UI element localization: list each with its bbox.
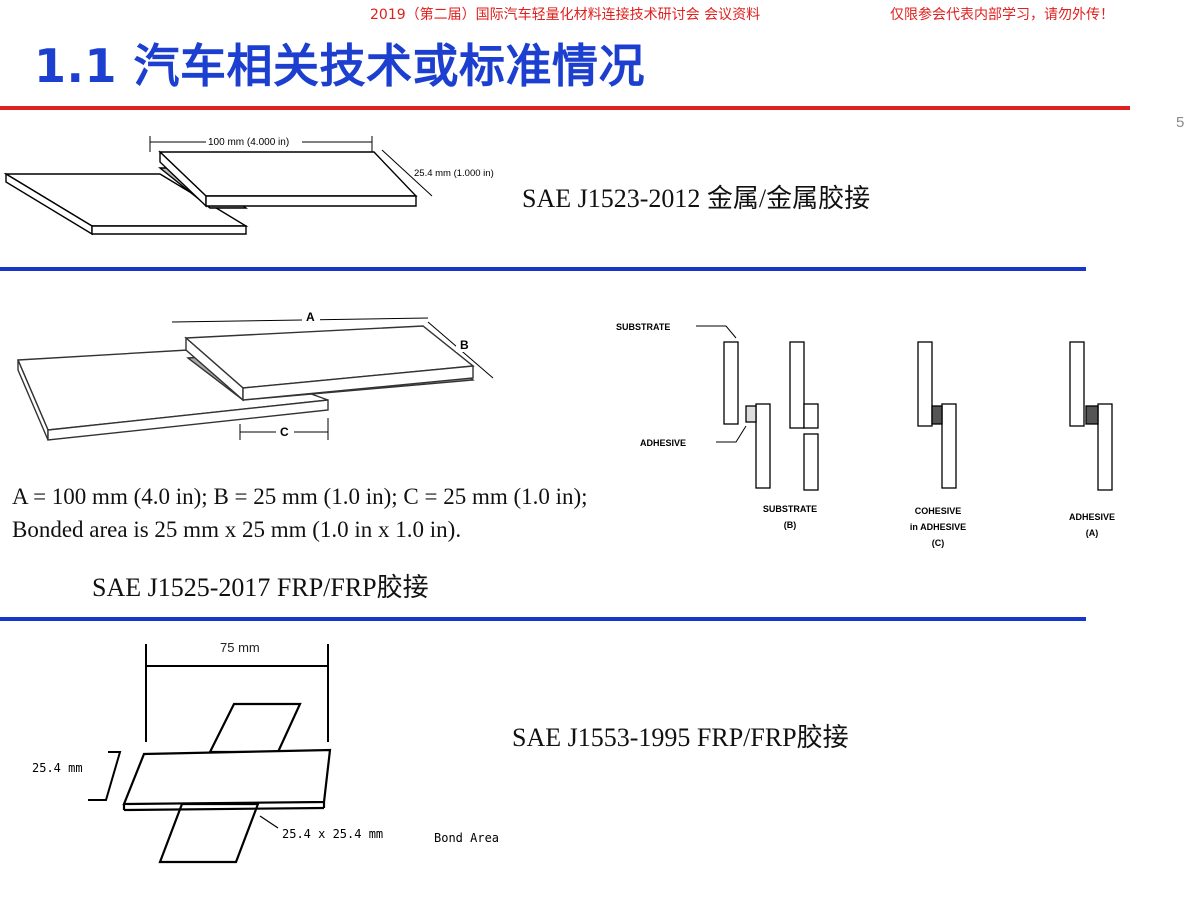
- bond-area-leader: [259, 815, 279, 829]
- mode-a-label-1: ADHESIVE: [1069, 512, 1115, 522]
- lower-strip-bottom: [158, 802, 260, 864]
- section-divider-1: [0, 267, 1086, 271]
- adhesive-leader: [716, 425, 747, 443]
- slide-title: 1.1 汽车相关技术或标准情况: [34, 39, 646, 93]
- conference-note: 2019（第二届）国际汽车轻量化材料连接技术研讨会 会议资料: [370, 7, 761, 23]
- dim-a-line: [171, 317, 429, 323]
- length-dim-label: 75 mm: [220, 640, 260, 655]
- length-dim-label: 100 mm (4.000 in): [208, 137, 289, 148]
- substrate-top-label: SUBSTRATE: [616, 322, 670, 332]
- bond-size-label: 25.4 x 25.4 mm: [282, 827, 383, 841]
- substrate-leader: [696, 325, 737, 339]
- mode-c-label-2: in ADHESIVE: [910, 522, 966, 532]
- modeb-lower-substrate: [803, 433, 819, 491]
- section-divider-2: [0, 617, 1086, 621]
- modea-adhesive: [1085, 405, 1099, 425]
- j1523-specimen-drawing: 100 mm (4.000 in) 25.4 mm (1.000 in): [3, 134, 494, 236]
- restriction-note: 仅限参会代表内部学习，请勿外传！: [890, 7, 1114, 23]
- mode-b-label-1: SUBSTRATE: [763, 504, 817, 514]
- width-dim-line: [381, 149, 433, 197]
- j1523-caption: SAE J1523-2012 金属/金属胶接: [522, 184, 871, 213]
- lower-plate-front: [91, 225, 247, 235]
- bond-area-label: Bond Area: [434, 831, 499, 845]
- j1525-specimen-drawing: A B C: [16, 308, 494, 441]
- dim-c-label: C: [280, 425, 289, 439]
- upper-plate-front: [242, 365, 474, 401]
- failure-modes-drawing: SUBSTRATE ADHESIVE SUBSTRATE (B) COHESIV…: [616, 322, 1115, 548]
- dim-b-label: B: [460, 338, 469, 352]
- title-divider: [0, 106, 1130, 110]
- modec-lower-substrate: [941, 403, 957, 489]
- j1525-caption: SAE J1525-2017 FRP/FRP胶接: [92, 573, 429, 602]
- mode1-lower-substrate: [755, 403, 771, 489]
- page-number: 5: [1176, 114, 1185, 131]
- modeb-upper-substrate: [789, 341, 805, 429]
- mode1-upper-substrate: [723, 341, 739, 425]
- width-dim-label: 25.4 mm: [32, 761, 83, 775]
- dim-a-label: A: [306, 310, 315, 324]
- mode-a-label-2: (A): [1086, 528, 1099, 538]
- mode-b-label-2: (B): [784, 520, 797, 530]
- mode1-adhesive: [745, 405, 757, 423]
- modec-upper-substrate: [917, 341, 933, 427]
- j1553-caption: SAE J1553-1995 FRP/FRP胶接: [512, 723, 849, 752]
- mode-c-label-3: (C): [932, 538, 945, 548]
- horizontal-plate: [122, 748, 332, 806]
- width-dim-line: [88, 751, 122, 801]
- upper-plate-front: [205, 195, 417, 207]
- mode-c-label-1: COHESIVE: [915, 506, 962, 516]
- vertical-strip: [208, 702, 302, 754]
- modeb-lower-stub: [803, 403, 819, 429]
- j1525-dimensions-text: A = 100 mm (4.0 in); B = 25 mm (1.0 in);…: [12, 484, 588, 542]
- adhesive-callout-label: ADHESIVE: [640, 438, 686, 448]
- modec-adhesive: [931, 405, 943, 425]
- modea-upper-substrate: [1069, 341, 1085, 427]
- width-dim-label: 25.4 mm (1.000 in): [414, 168, 494, 179]
- j1553-specimen-drawing: 75 mm 25.4 mm 25.4 x 25.4 mm Bond Area: [32, 640, 499, 864]
- lower-plate-front: [47, 399, 329, 441]
- modea-lower-substrate: [1097, 403, 1113, 491]
